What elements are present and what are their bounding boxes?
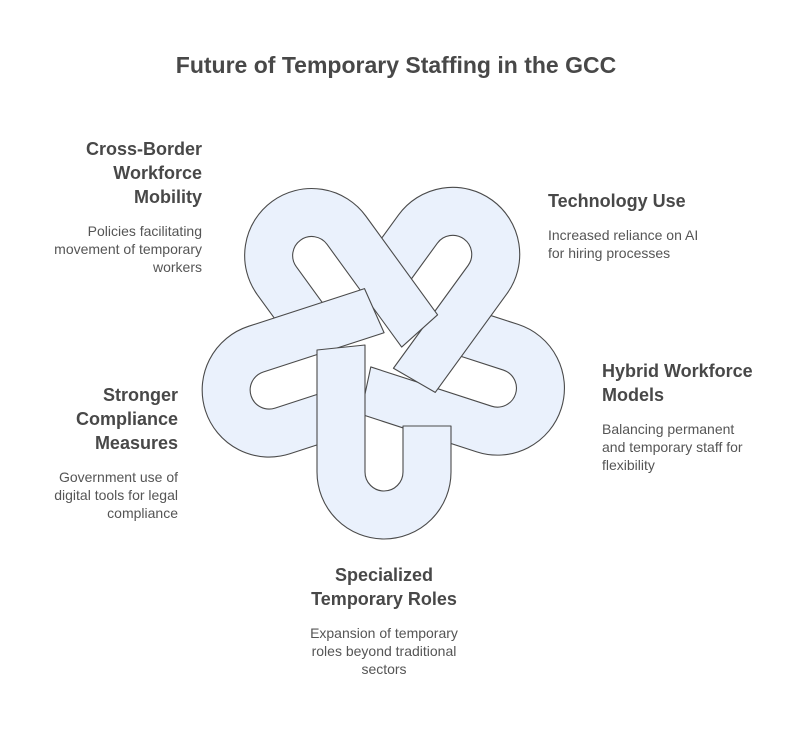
link-left xyxy=(201,288,385,458)
heading-line: Workforce xyxy=(113,163,202,183)
heading-line: Temporary Roles xyxy=(311,589,457,609)
desc-line: Expansion of temporary xyxy=(310,625,458,641)
item-technology-use: Technology Use Increased reliance on AI … xyxy=(548,189,748,262)
heading-line: Measures xyxy=(94,433,178,453)
item-description: Government use of digital tools for lega… xyxy=(20,468,178,522)
heading-line: Cross-Border xyxy=(85,139,202,159)
link-upper-right xyxy=(370,186,521,393)
link-upper-left xyxy=(244,187,439,348)
item-heading: Hybrid Workforce Models xyxy=(602,359,782,407)
item-heading: Technology Use xyxy=(548,189,748,213)
desc-line: and temporary staff for xyxy=(602,439,743,455)
desc-line: sectors xyxy=(361,661,407,677)
link-right xyxy=(360,309,565,456)
heading-line: Stronger xyxy=(102,385,178,405)
item-description: Balancing permanent and temporary staff … xyxy=(602,420,782,474)
desc-line: Increased reliance on AI xyxy=(548,227,699,243)
item-specialized-temporary-roles: Specialized Temporary Roles Expansion of… xyxy=(280,563,488,678)
item-heading: Cross-Border Workforce Mobility xyxy=(20,137,202,209)
item-cross-border-mobility: Cross-Border Workforce Mobility Policies… xyxy=(20,137,202,276)
item-heading: Stronger Compliance Measures xyxy=(20,383,178,455)
heading-line: Mobility xyxy=(134,187,202,207)
heading-line: Models xyxy=(602,385,665,405)
desc-line: movement of temporary xyxy=(54,241,202,257)
heading-line: Compliance xyxy=(75,409,178,429)
heading-line: Hybrid Workforce xyxy=(602,361,753,381)
item-stronger-compliance-measures: Stronger Compliance Measures Government … xyxy=(20,383,178,522)
item-hybrid-workforce-models: Hybrid Workforce Models Balancing perman… xyxy=(602,359,782,474)
item-heading: Specialized Temporary Roles xyxy=(280,563,488,611)
desc-line: Government use of xyxy=(58,469,178,485)
desc-line: roles beyond traditional xyxy=(311,643,457,659)
link-bottom xyxy=(316,344,452,540)
desc-line: compliance xyxy=(107,505,178,521)
desc-line: flexibility xyxy=(602,457,655,473)
desc-line: digital tools for legal xyxy=(54,487,178,503)
heading-line: Technology Use xyxy=(548,191,686,211)
diagram-title: Future of Temporary Staffing in the GCC xyxy=(175,52,617,78)
item-description: Policies facilitating movement of tempor… xyxy=(20,222,202,276)
desc-line: Policies facilitating xyxy=(87,223,202,239)
item-description: Increased reliance on AI for hiring proc… xyxy=(548,226,748,262)
item-description: Expansion of temporary roles beyond trad… xyxy=(280,624,488,678)
desc-line: for hiring processes xyxy=(548,245,671,261)
desc-line: workers xyxy=(152,259,202,275)
desc-line: Balancing permanent xyxy=(602,421,735,437)
heading-line: Specialized xyxy=(334,565,434,585)
